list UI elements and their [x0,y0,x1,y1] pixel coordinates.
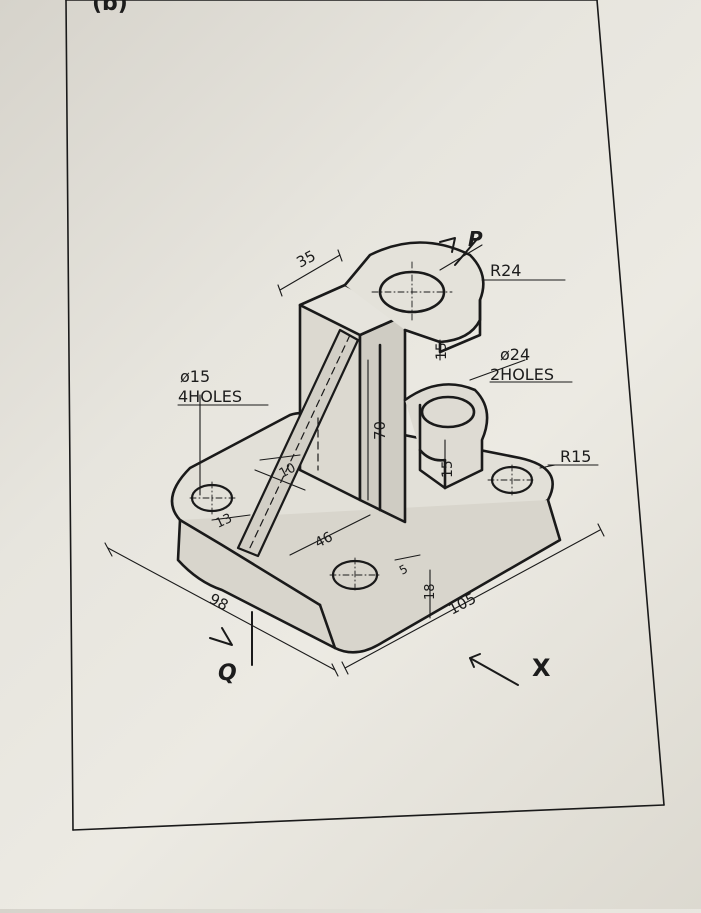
lower-boss [403,383,489,490]
dimension-lines [104,244,605,677]
dim-10: 10 [277,461,299,482]
top-hole-centerline [371,261,453,323]
dim-dia24: ø24 [500,345,530,364]
page-frame [65,0,665,831]
dimension-text: 35 R24 15 ø24 2HOLES 70 15 R15 10 ø15 4H… [178,247,591,619]
dim-15-lower: 15 [440,460,456,478]
view-arrow-x [469,657,519,686]
dim-2holes: 2HOLES [490,365,554,384]
side-hole [420,395,476,429]
view-labels: P Q X [218,227,551,686]
view-arrows [209,237,519,686]
dim-4holes: 4HOLES [178,387,242,406]
view-label-q: Q [218,661,237,686]
question-label: (b) [92,0,128,16]
dim-70: 70 [371,421,389,440]
inclined-rib [236,328,360,558]
hole-centerlines [189,464,537,593]
view-label-x: X [532,654,551,682]
hidden-lines [247,334,351,553]
dim-r15: R15 [560,447,591,466]
dim-15-upper: 15 [434,342,450,360]
dim-35: 35 [293,247,318,272]
view-arrow-p [454,237,479,266]
dim-13: 13 [213,511,234,532]
view-label-p: P [468,227,483,251]
dim-46: 46 [312,529,335,552]
dim-r24: R24 [490,261,521,280]
dim-18: 18 [423,583,438,600]
dim-dia15: ø15 [180,367,210,386]
